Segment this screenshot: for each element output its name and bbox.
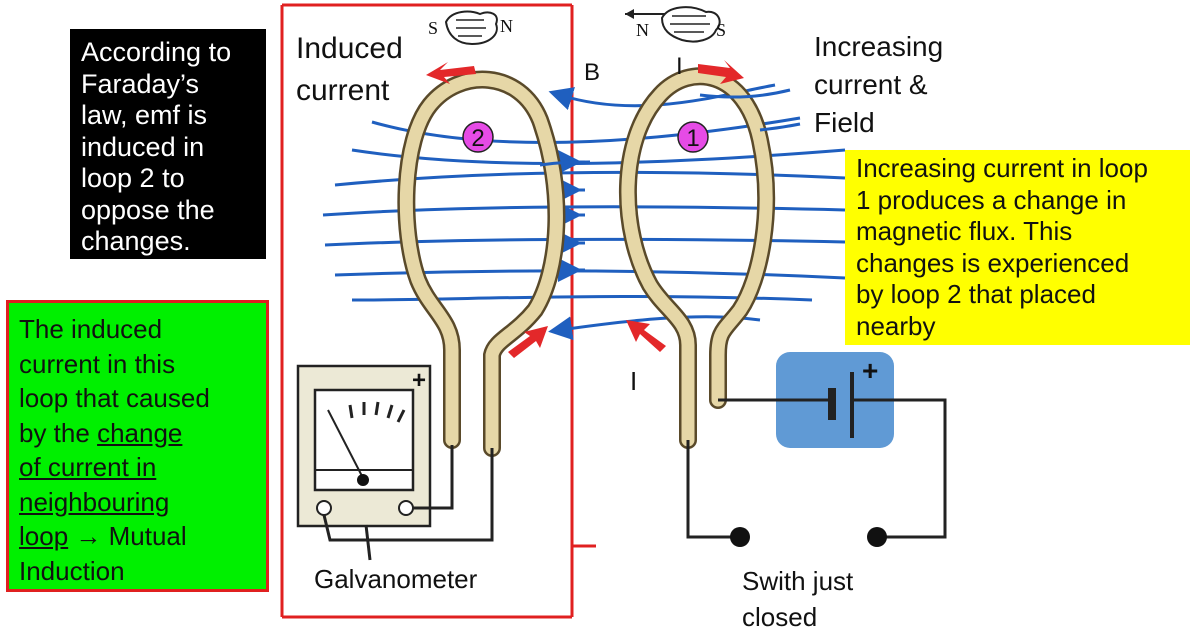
explanation-line: changes is experienced	[856, 247, 1130, 278]
left-magnet-hand-icon: S N	[428, 10, 513, 46]
induced-current-label: Induced	[296, 32, 403, 65]
underlined-phrase: neighbouring	[19, 486, 170, 517]
mutual-induction-note: The induced current in this loop that ca…	[6, 300, 269, 592]
loop-1-number-badge: 1	[677, 121, 709, 153]
loop-2-lead-arrow	[508, 326, 548, 358]
mutual-note-text: by the	[19, 417, 98, 448]
increasing-current-label: Field	[814, 107, 875, 138]
faraday-note-line: changes.	[81, 226, 191, 256]
switch-label: closed	[742, 602, 817, 630]
switch-contact	[867, 527, 887, 547]
current-label-top: I	[676, 53, 683, 80]
svg-text:N: N	[500, 16, 513, 36]
loop-1	[618, 67, 776, 449]
loop-1-current-arrow	[698, 60, 744, 84]
field-line	[371, 116, 801, 145]
loop-1-lead-arrow	[626, 320, 666, 352]
galvanometer-plus: +	[412, 367, 426, 394]
increasing-current-label: current &	[814, 69, 928, 100]
underlined-phrase: loop	[19, 521, 69, 551]
mutual-note-line: loop → Mutual	[19, 519, 260, 554]
mutual-note-line: loop that caused	[19, 383, 210, 413]
loop-1-explanation-note: Increasing current in loop 1 produces a …	[845, 150, 1190, 345]
battery-plus: +	[862, 355, 878, 386]
loop-2-number-badge: 2	[462, 121, 494, 153]
right-magnet-hand-icon: N S	[625, 6, 726, 43]
field-symbol-label: B	[584, 59, 600, 86]
galvanometer: +	[296, 364, 432, 528]
explanation-line: 1 produces a change in	[856, 184, 1127, 215]
explanation-line: Increasing current in loop	[856, 153, 1148, 183]
galvanometer-wiring	[322, 445, 494, 561]
galvanometer-label: Galvanometer	[314, 564, 478, 594]
svg-text:2: 2	[471, 125, 484, 152]
terminal-right	[398, 500, 414, 516]
faraday-note-line: According to	[81, 37, 232, 67]
mutual-note-line: by the change	[19, 416, 260, 451]
induced-current-label: current	[296, 74, 390, 107]
underlined-phrase: change	[97, 417, 183, 448]
galvanometer-needle	[327, 409, 364, 479]
terminal-left	[316, 500, 332, 516]
loop-2	[397, 70, 566, 457]
mutual-note-line: Induction	[19, 555, 125, 586]
mutual-note-text: → Mutual	[68, 521, 187, 551]
galvanometer-scale	[348, 401, 406, 423]
faraday-note-line: oppose the	[81, 194, 215, 225]
switch-label: Swith just	[742, 566, 854, 596]
increasing-current-label: Increasing	[814, 31, 943, 62]
field-line	[759, 122, 801, 132]
field-line	[539, 160, 591, 167]
field-line	[548, 83, 776, 111]
switch-contact	[730, 527, 750, 547]
svg-text:S: S	[716, 20, 726, 40]
svg-text:S: S	[428, 18, 438, 38]
faraday-note-line: Faraday’s	[81, 68, 200, 99]
induced-current-arrow	[426, 62, 476, 84]
explanation-line: magnetic flux. This	[856, 216, 1073, 246]
explanation-line: nearby	[856, 310, 936, 341]
mutual-note-line: current in this	[19, 348, 176, 379]
mutual-note-line: The induced	[19, 314, 163, 344]
faraday-note-line: law, emf is	[81, 100, 208, 130]
field-line	[699, 88, 791, 99]
faraday-note-line: induced in	[81, 131, 205, 162]
svg-text:1: 1	[686, 125, 699, 152]
current-label-bottom: I	[630, 366, 637, 396]
underlined-phrase: of current in	[19, 452, 157, 482]
explanation-line: by loop 2 that placed	[856, 279, 1096, 309]
battery-circuit: +	[686, 352, 947, 547]
faraday-law-note: According to Faraday’s law, emf is induc…	[70, 29, 266, 259]
svg-text:N: N	[636, 20, 649, 40]
faraday-note-line: loop 2 to	[81, 163, 185, 193]
